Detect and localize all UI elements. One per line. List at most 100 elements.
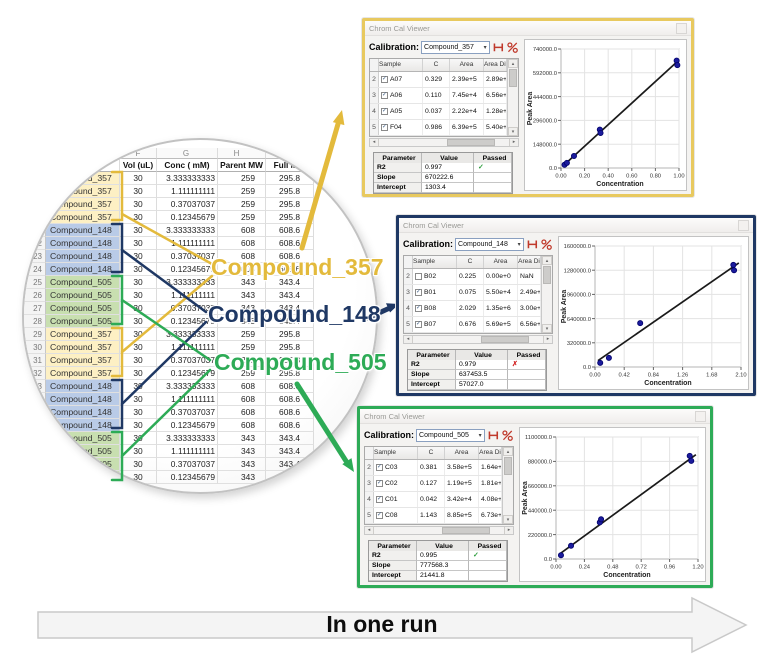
conc-cell: 0.12345679 [157, 263, 218, 276]
vol-cell: 30 [120, 380, 157, 393]
scroll-up-icon[interactable]: ▴ [508, 59, 518, 68]
svg-text:320000.0: 320000.0 [567, 341, 591, 347]
scroll-left-icon[interactable]: ◂ [404, 336, 413, 343]
param-value: 0.997 [422, 163, 474, 173]
grid-column-header[interactable]: C [423, 59, 450, 71]
row-checkbox[interactable]: ✓ [381, 124, 388, 131]
column-header: Conc ( mM) [157, 159, 218, 172]
c-cell: 0.381 [418, 460, 445, 475]
horizontal-scrollbar[interactable]: ◂ ▸ [369, 138, 519, 147]
grid-column-header[interactable]: Area Di [479, 447, 502, 459]
row-checkbox[interactable]: ✓ [381, 76, 388, 83]
window-titlebar[interactable]: Chrom Cal Viewer [360, 409, 710, 424]
row-checkbox[interactable]: ✓ [376, 512, 383, 519]
grid-column-header[interactable]: C [457, 256, 484, 268]
scrollbar-thumb[interactable] [446, 139, 496, 146]
row-number: 2 [365, 460, 374, 475]
vertical-scrollbar[interactable]: ▴ ▾ [502, 447, 513, 524]
param-passed: ✓ [469, 551, 507, 561]
banner-label: In one run [326, 611, 438, 637]
scroll-down-icon[interactable]: ▾ [508, 127, 518, 136]
window-titlebar[interactable]: Chrom Cal Viewer [399, 218, 753, 233]
grid-column-header[interactable]: Area Di [518, 256, 541, 268]
conc-cell: 0.12345679 [157, 367, 218, 380]
window-button[interactable] [695, 410, 706, 422]
row-checkbox[interactable]: ✓ [415, 305, 422, 312]
range-icon[interactable] [492, 41, 505, 54]
vol-cell: 30 [120, 406, 157, 419]
vertical-scrollbar[interactable]: ▴ ▾ [507, 59, 518, 136]
scroll-left-icon[interactable]: ◂ [370, 139, 379, 146]
full-mw-cell: 343.4 [266, 289, 314, 302]
scroll-right-icon[interactable]: ▸ [543, 336, 552, 343]
param-name: Intercept [369, 571, 417, 581]
scrollbar-thumb[interactable] [480, 336, 530, 343]
row-checkbox[interactable] [415, 273, 422, 280]
row-checkbox[interactable]: ✓ [381, 108, 388, 115]
scroll-up-icon[interactable]: ▴ [542, 256, 552, 265]
scroll-right-icon[interactable]: ▸ [509, 139, 518, 146]
grid-column-header[interactable]: Area [484, 256, 518, 268]
horizontal-scrollbar[interactable]: ◂ ▸ [364, 526, 514, 535]
conc-cell: 0.37037037 [157, 458, 218, 471]
scroll-left-icon[interactable]: ◂ [365, 527, 374, 534]
scrollbar-thumb[interactable] [509, 69, 517, 87]
row-number: 40 [24, 471, 46, 484]
unlink-icon[interactable] [501, 429, 514, 442]
calibration-dropdown[interactable]: Compound_357 ▾ [421, 40, 490, 54]
unlink-icon[interactable] [506, 41, 519, 54]
scroll-up-icon[interactable]: ▴ [503, 447, 513, 456]
grid-column-header[interactable]: Sample [413, 256, 457, 268]
vol-cell: 30 [120, 172, 157, 185]
unlink-icon[interactable] [540, 238, 553, 251]
row-checkbox[interactable]: ✓ [415, 321, 422, 328]
row-checkbox[interactable]: ✓ [381, 92, 388, 99]
grid-column-header[interactable]: Sample [379, 59, 423, 71]
parent-mw-cell: 343 [218, 289, 266, 302]
grid-column-header[interactable]: C [418, 447, 445, 459]
calibration-dropdown[interactable]: Compound_505 ▾ [416, 428, 485, 442]
grid-column-header[interactable]: Area [445, 447, 479, 459]
window-button[interactable] [676, 22, 687, 34]
row-checkbox[interactable]: ✓ [376, 464, 383, 471]
row-checkbox[interactable]: ✓ [376, 496, 383, 503]
scrollbar-thumb[interactable] [504, 457, 512, 475]
row-number: 23 [24, 250, 46, 263]
grid-column-header[interactable]: Sample [374, 447, 418, 459]
window-button[interactable] [738, 219, 749, 231]
full-mw-cell: 608.6 [266, 250, 314, 263]
calibration-dropdown[interactable]: Compound_148 ▾ [455, 237, 524, 251]
svg-text:0.00: 0.00 [555, 174, 566, 180]
row-checkbox[interactable]: ✓ [415, 289, 422, 296]
scrollbar-thumb[interactable] [543, 266, 551, 284]
full-mw-cell: 608.6 [266, 406, 314, 419]
window-titlebar[interactable]: Chrom Cal Viewer [365, 21, 691, 36]
range-icon[interactable] [487, 429, 500, 442]
row-checkbox[interactable]: ✓ [376, 480, 383, 487]
range-icon[interactable] [526, 238, 539, 251]
scroll-down-icon[interactable]: ▾ [542, 324, 552, 333]
grid-column-header[interactable]: Area [450, 59, 484, 71]
grid-column-header[interactable]: Area Diff [484, 59, 507, 71]
compound-cell: Compound_357 [46, 211, 120, 224]
vertical-scrollbar[interactable]: ▴ ▾ [541, 256, 552, 333]
param-passed: ✓ [474, 163, 512, 173]
scroll-right-icon[interactable]: ▸ [504, 527, 513, 534]
scrollbar-thumb[interactable] [441, 527, 491, 534]
row-number: 5 [404, 317, 413, 332]
conc-cell: 0.37037037 [157, 354, 218, 367]
horizontal-scrollbar[interactable]: ◂ ▸ [403, 335, 553, 344]
scroll-down-icon[interactable]: ▾ [503, 515, 513, 524]
